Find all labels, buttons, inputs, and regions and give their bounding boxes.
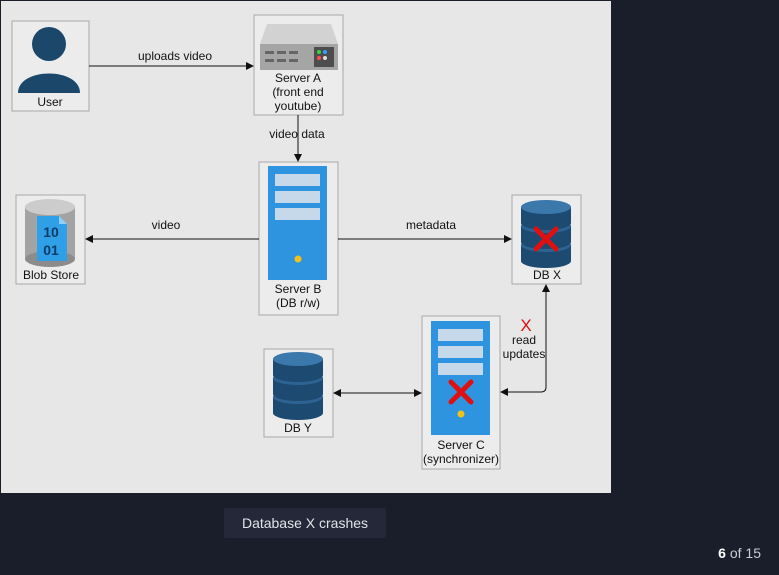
db-x-label: DB X bbox=[533, 268, 561, 282]
server-c-label: Server C bbox=[437, 438, 485, 452]
diagram-canvas: User bbox=[11, 14, 582, 470]
server-tower-icon bbox=[431, 321, 490, 435]
edge-label-uploads-video: uploads video bbox=[138, 49, 212, 63]
blob-store-node: 10 01 Blob Store bbox=[15, 194, 86, 285]
server-b-label: Server B bbox=[275, 282, 322, 296]
db-y-label: DB Y bbox=[284, 421, 312, 435]
server-a-label: Server A bbox=[275, 71, 321, 85]
edge-label-read: read bbox=[512, 333, 536, 347]
edge-server-a-to-server-b: video data bbox=[269, 115, 325, 162]
server-c-node: Server C (synchronizer) bbox=[421, 315, 501, 470]
edge-label-video-data: video data bbox=[269, 127, 325, 141]
architecture-diagram: User bbox=[1, 1, 611, 493]
user-node: User bbox=[11, 20, 90, 112]
database-icon bbox=[521, 200, 571, 268]
server-b-sublabel: (DB r/w) bbox=[276, 296, 320, 310]
edge-label-updates: updates bbox=[503, 347, 546, 361]
db-x-node: DB X bbox=[511, 194, 582, 285]
slide-counter-total: 15 bbox=[745, 545, 761, 561]
edge-label-metadata: metadata bbox=[406, 218, 456, 232]
server-tower-icon bbox=[268, 166, 327, 280]
server-a-node: Server A (front end youtube) bbox=[253, 14, 344, 116]
edge-server-c-db-x: X read updates bbox=[500, 284, 550, 396]
edge-server-b-to-blob-store: video bbox=[85, 218, 259, 243]
user-icon bbox=[18, 27, 80, 93]
slide-counter-current: 6 bbox=[718, 545, 726, 561]
crash-x-icon bbox=[448, 379, 474, 405]
edge-server-b-to-db-x: metadata bbox=[338, 218, 512, 243]
db-y-node: DB Y bbox=[263, 348, 334, 438]
crash-x-icon bbox=[533, 226, 559, 252]
blob-digits-top: 10 bbox=[43, 224, 59, 240]
blob-storage-icon: 10 01 bbox=[25, 199, 75, 267]
edge-label-video: video bbox=[152, 218, 181, 232]
server-a-sublabel-2: youtube) bbox=[275, 99, 322, 113]
slide-caption: Database X crashes bbox=[224, 508, 386, 538]
server-c-sublabel: (synchronizer) bbox=[423, 452, 499, 466]
rack-server-icon bbox=[260, 24, 338, 70]
database-icon bbox=[273, 352, 323, 420]
blob-digits-bottom: 01 bbox=[43, 242, 59, 258]
slide-counter-separator: of bbox=[729, 545, 742, 561]
edge-user-to-server-a: uploads video bbox=[89, 49, 254, 70]
user-label: User bbox=[37, 95, 62, 109]
server-b-node: Server B (DB r/w) bbox=[258, 161, 339, 316]
server-a-sublabel: (front end bbox=[272, 85, 323, 99]
slide-counter: 6 of 15 bbox=[718, 545, 761, 561]
blob-store-label: Blob Store bbox=[23, 268, 79, 282]
edge-blocked-mark: X bbox=[520, 316, 531, 335]
